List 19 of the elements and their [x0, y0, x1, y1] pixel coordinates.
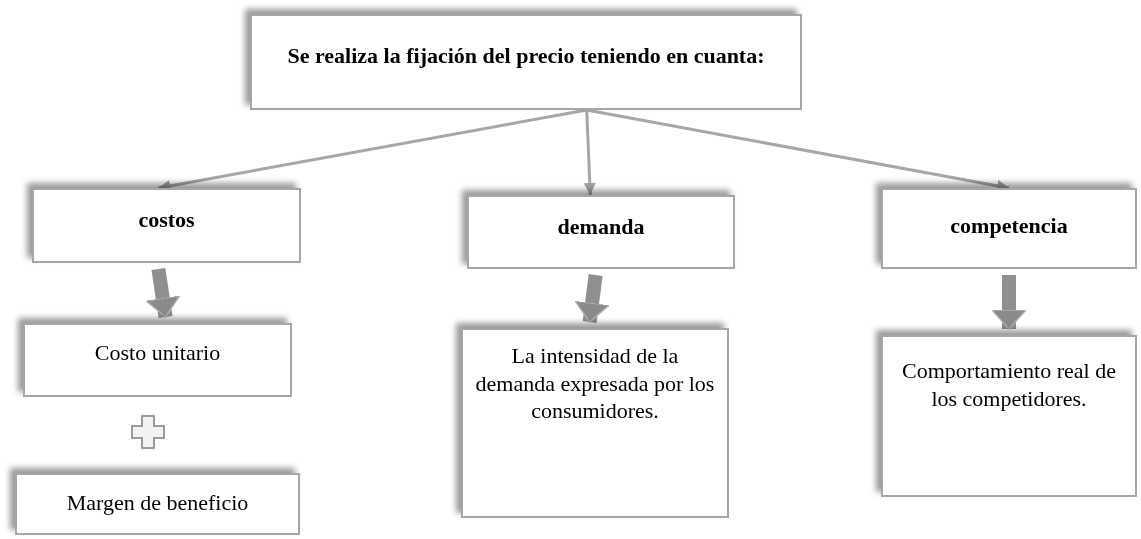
- text-box: [250, 14, 802, 110]
- block-arrow: [574, 274, 610, 323]
- heading-text: costos: [138, 206, 195, 234]
- body-text: Comportamiento real de los competidores.: [901, 357, 1117, 412]
- block-arrow: [991, 275, 1027, 330]
- arrow: [583, 109, 596, 196]
- heading-text: demanda: [557, 213, 645, 241]
- text-box: [467, 195, 735, 269]
- body-text: La intensidad de la demanda expresada por los consumidores.: [475, 342, 715, 425]
- text-box: [32, 188, 301, 263]
- text-box: [881, 335, 1137, 497]
- text-box: [15, 473, 300, 535]
- heading-text: competencia: [950, 212, 1068, 240]
- body-text: Costo unitario: [94, 339, 221, 367]
- text-box: [881, 188, 1137, 269]
- body-text: Margen de beneficio: [66, 489, 249, 517]
- text-box: [461, 328, 729, 518]
- text-box: [23, 323, 292, 397]
- heading-text: Se realiza la fijación del precio teniendo en cuanta:: [287, 42, 765, 70]
